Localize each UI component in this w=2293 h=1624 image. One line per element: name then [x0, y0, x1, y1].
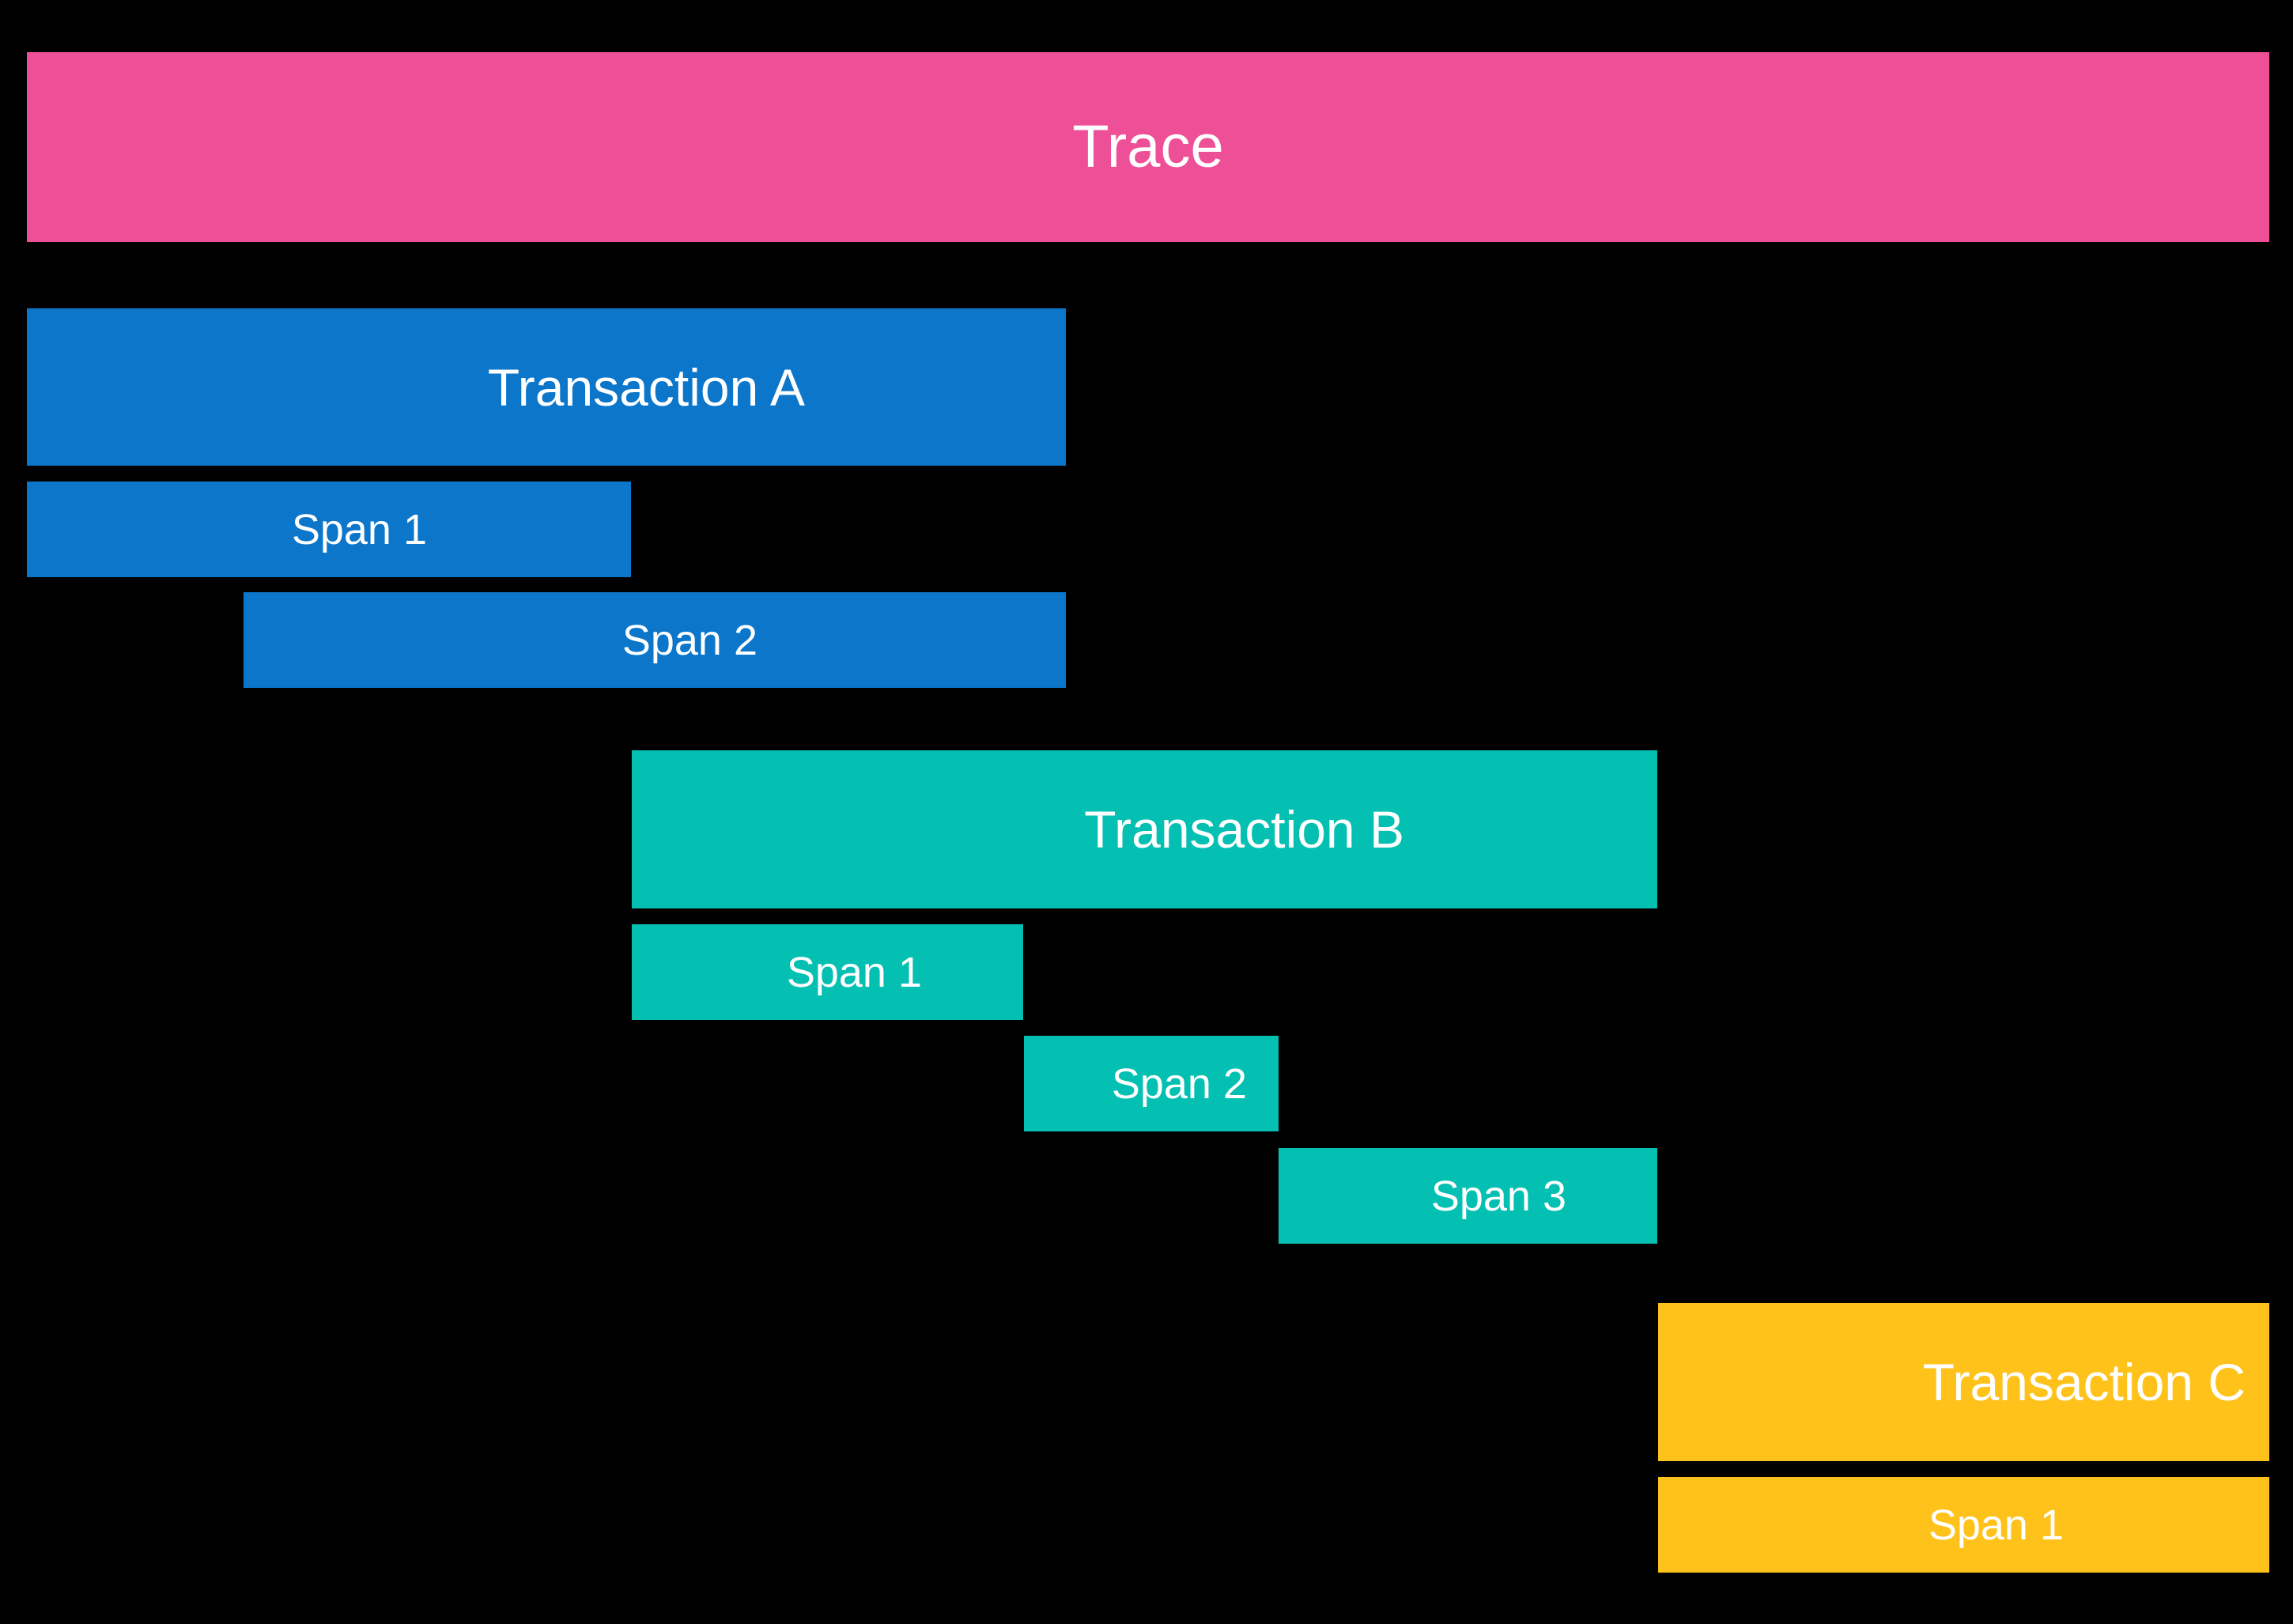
- bar-label-transaction-b-span-1: Span 1: [786, 948, 922, 996]
- bar-transaction-b-span-3[interactable]: Span 3: [1279, 1148, 1657, 1244]
- bar-label-transaction-b: Transaction B: [1084, 800, 1404, 859]
- bar-transaction-a-span-2[interactable]: Span 2: [244, 592, 1066, 688]
- bar-transaction-b-span-1[interactable]: Span 1: [632, 924, 1023, 1020]
- bar-transaction-c[interactable]: Transaction C: [1658, 1303, 2269, 1461]
- bar-label-transaction-a-span-1: Span 1: [291, 505, 427, 553]
- bar-label-transaction-c-span-1: Span 1: [1928, 1501, 2064, 1549]
- bar-label-transaction-b-span-3: Span 3: [1430, 1172, 1566, 1220]
- bar-trace[interactable]: Trace: [27, 52, 2269, 242]
- bar-label-trace: Trace: [1072, 113, 1224, 180]
- bar-transaction-a[interactable]: Transaction A: [27, 308, 1066, 466]
- bar-transaction-b-span-2[interactable]: Span 2: [1024, 1036, 1279, 1131]
- bar-transaction-b[interactable]: Transaction B: [632, 750, 1657, 908]
- bar-label-transaction-c: Transaction C: [1922, 1353, 2246, 1411]
- bar-label-transaction-a: Transaction A: [487, 357, 805, 417]
- bar-label-transaction-a-span-2: Span 2: [621, 616, 757, 664]
- bar-transaction-a-span-1[interactable]: Span 1: [27, 482, 631, 577]
- bar-label-transaction-b-span-2: Span 2: [1111, 1059, 1247, 1108]
- bar-transaction-c-span-1[interactable]: Span 1: [1658, 1477, 2269, 1573]
